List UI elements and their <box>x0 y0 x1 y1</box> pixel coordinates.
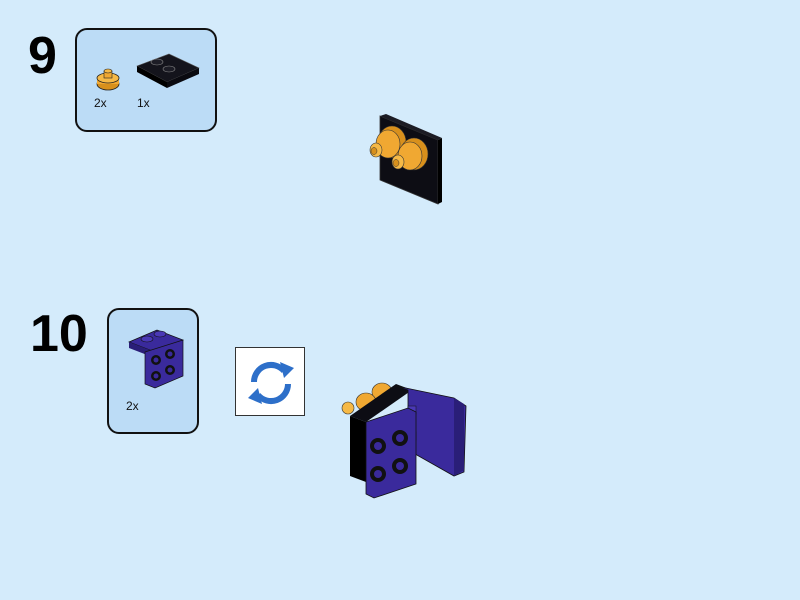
part-qty: 2x <box>126 399 139 413</box>
step-9-assembly-illustration <box>362 112 446 208</box>
part-qty: 2x <box>94 96 107 110</box>
rotate-model-indicator <box>235 347 305 416</box>
step-10-parts-callout: 2x <box>107 308 199 434</box>
yellow-round-plate-icon <box>95 68 121 92</box>
step-9-number: 9 <box>28 27 57 85</box>
rotate-arrows-icon <box>246 358 296 408</box>
step-9-parts-callout: 2x 1x <box>75 28 217 132</box>
purple-bracket-icon <box>127 328 185 390</box>
step-10-number: 10 <box>30 305 88 363</box>
black-plate-2x2-icon <box>135 52 201 90</box>
step-10-assembly-illustration <box>336 378 470 504</box>
part-qty: 1x <box>137 96 150 110</box>
